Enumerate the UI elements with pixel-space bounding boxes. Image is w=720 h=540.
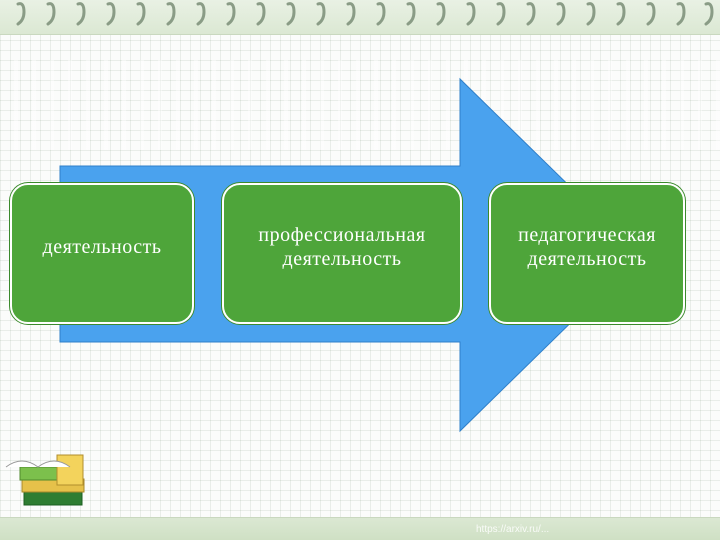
faded-title-band <box>0 60 720 150</box>
diagram-box-label: деятельность <box>42 235 162 258</box>
diagram-box-label: профессиональная деятельность <box>258 223 426 270</box>
diagram-box-professional-activity: профессиональная деятельность <box>222 183 462 324</box>
spiral-binding-top <box>0 0 720 35</box>
diagram-box-pedagogical-activity: педагогическая деятельность <box>489 183 685 324</box>
diagram-box-activity: деятельность <box>10 183 194 324</box>
spiral-binding-bottom <box>0 517 720 540</box>
spiral-binding-icon <box>16 2 714 26</box>
books-icon <box>5 454 85 506</box>
watermark: https://arxiv.ru/... <box>476 524 550 535</box>
diagram-box-label: педагогическая деятельность <box>518 223 656 270</box>
